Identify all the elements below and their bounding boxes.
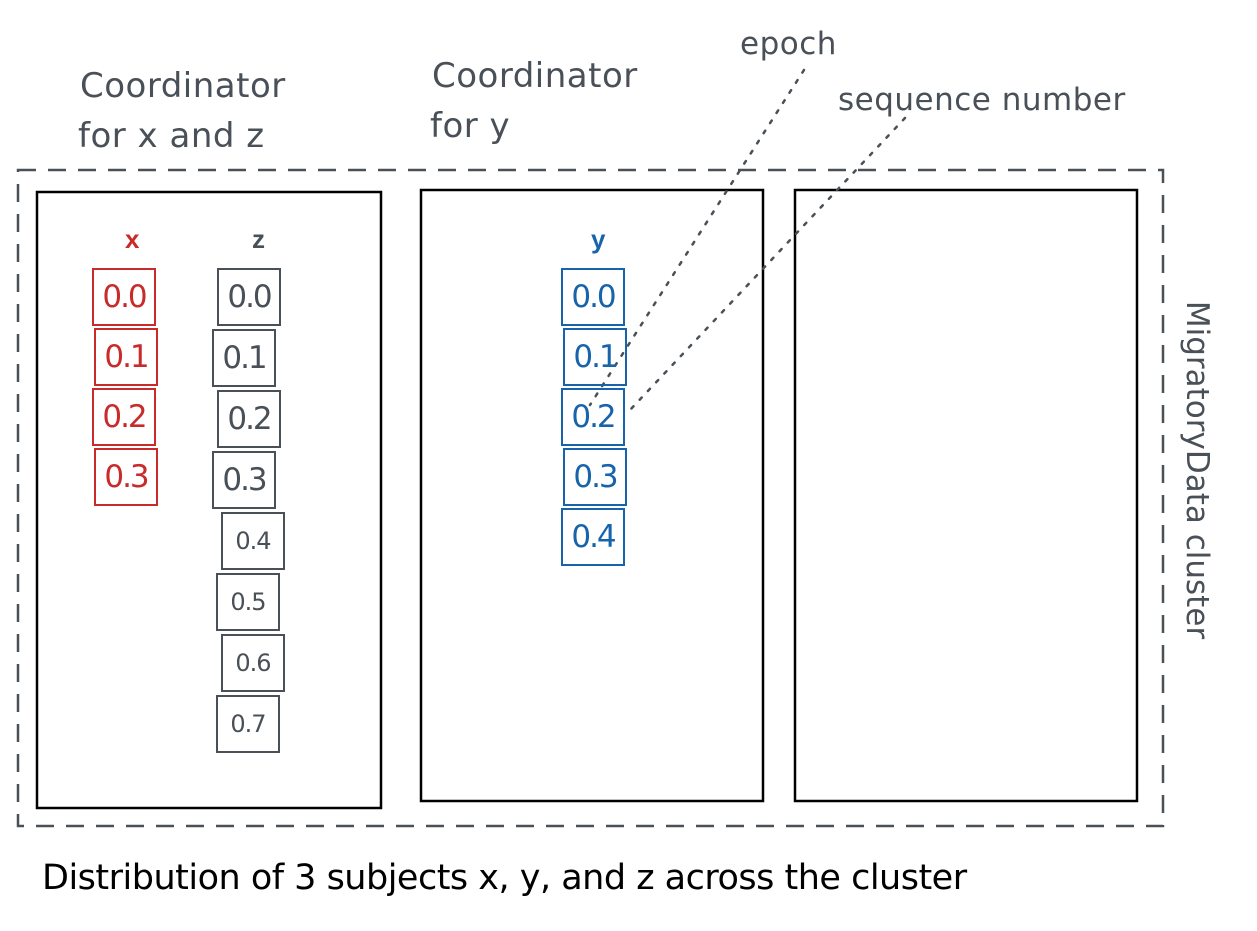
coordinator-xz-label-line2: for x and z: [78, 116, 265, 156]
message-cell-z-6: 0.6: [221, 634, 285, 692]
node-1-box: [35, 190, 383, 810]
coordinator-xz-label-line1: Coordinator: [80, 66, 286, 106]
message-cell-x-2: 0.2: [92, 388, 156, 446]
subject-y-header: y: [591, 224, 606, 254]
coordinator-y-label-line2: for y: [430, 106, 511, 146]
message-cell-x-1: 0.1: [94, 328, 158, 386]
message-cell-y-4: 0.4: [561, 508, 625, 566]
message-cell-y-2: 0.2: [561, 388, 625, 446]
sequence-number-pointer-line: [628, 116, 907, 412]
message-cell-x-3: 0.3: [94, 448, 158, 506]
message-cell-z-3: 0.3: [212, 451, 276, 509]
cluster-boundary: [16, 168, 1165, 828]
message-cell-y-3: 0.3: [563, 448, 627, 506]
message-cell-z-4: 0.4: [221, 512, 285, 570]
diagram-caption: Distribution of 3 subjects x, y, and z a…: [42, 858, 967, 898]
node-2-box: [419, 188, 765, 803]
message-cell-x-0: 0.0: [92, 268, 156, 326]
message-cell-z-7: 0.7: [216, 695, 280, 753]
message-cell-z-2: 0.2: [217, 390, 281, 448]
message-cell-y-1: 0.1: [563, 328, 627, 386]
message-cell-y-0: 0.0: [561, 268, 625, 326]
message-cell-z-1: 0.1: [212, 329, 276, 387]
node-3-box: [793, 188, 1139, 803]
message-cell-z-0: 0.0: [217, 268, 281, 326]
subject-x-header: x: [125, 224, 140, 254]
cluster-label: MigratoryData cluster: [1179, 300, 1215, 640]
sequence-number-annotation: sequence number: [838, 82, 1126, 118]
subject-z-header: z: [252, 224, 265, 254]
cluster-label-container: MigratoryData cluster: [1172, 240, 1222, 700]
epoch-annotation: epoch: [740, 26, 837, 62]
message-cell-z-5: 0.5: [216, 573, 280, 631]
coordinator-y-label-line1: Coordinator: [432, 56, 638, 96]
